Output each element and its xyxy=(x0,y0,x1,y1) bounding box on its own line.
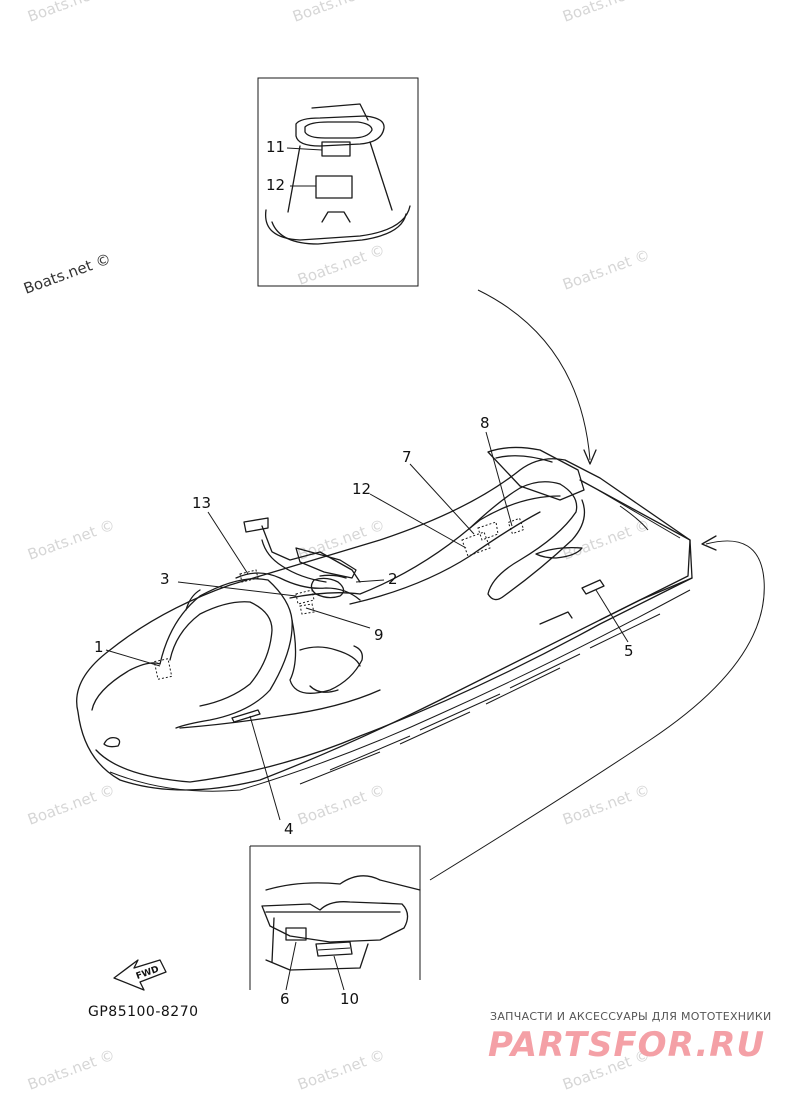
watermark: Boats.net © xyxy=(560,0,652,26)
rear-pointer-arrow xyxy=(429,540,765,881)
banner-tagline: ЗАПЧАСТИ И АКСЕССУАРЫ ДЛЯ МОТОТЕХНИКИ xyxy=(490,1010,772,1023)
top-inset: 11 12 xyxy=(257,77,419,287)
bottom-inset: 6 10 xyxy=(249,845,421,1008)
watermark: Boats.net © xyxy=(25,781,117,829)
watermark-featured: Boats.net © xyxy=(21,250,113,298)
callout-12-main: 12 xyxy=(352,480,371,498)
watermark-layer: Boats.net © Boats.net © Boats.net © Boat… xyxy=(21,0,652,1094)
watermark: Boats.net © xyxy=(560,781,652,829)
callout-3: 3 xyxy=(160,570,170,588)
callout-8: 8 xyxy=(480,414,490,432)
watermark: Boats.net © xyxy=(25,0,117,26)
top-inset-frame xyxy=(257,77,419,287)
watermark: Boats.net © xyxy=(295,516,387,564)
callout-11: 11 xyxy=(266,138,285,156)
callout-5: 5 xyxy=(624,642,634,660)
watermark: Boats.net © xyxy=(295,1046,387,1094)
watermark: Boats.net © xyxy=(295,241,387,289)
callout-7: 7 xyxy=(402,448,412,466)
callout-2: 2 xyxy=(388,570,398,588)
callout-9: 9 xyxy=(374,626,384,644)
fwd-direction-arrow: FWD xyxy=(113,959,167,991)
banner-logo: PARTSFOR.RU xyxy=(488,1025,765,1065)
watermark: Boats.net © xyxy=(290,0,382,26)
watermark: Boats.net © xyxy=(25,1046,117,1094)
inset-pointer-arrow xyxy=(477,289,591,461)
callout-10: 10 xyxy=(340,990,359,1008)
partsfor-banner: ЗАПЧАСТИ И АКСЕССУАРЫ ДЛЯ МОТОТЕХНИКИ PA… xyxy=(488,1010,772,1065)
callout-13: 13 xyxy=(192,494,211,512)
callout-6: 6 xyxy=(280,990,290,1008)
part-code: GP85100-8270 xyxy=(88,1004,199,1020)
callout-1: 1 xyxy=(94,638,104,656)
watermark: Boats.net © xyxy=(25,516,117,564)
callout-12-inset: 12 xyxy=(266,176,285,194)
callout-4: 4 xyxy=(284,820,294,838)
watermark: Boats.net © xyxy=(560,516,652,564)
watermark: Boats.net © xyxy=(560,246,652,294)
watermark: Boats.net © xyxy=(295,781,387,829)
watercraft-main-view: 1 2 3 4 5 7 8 9 12 13 xyxy=(76,414,693,838)
